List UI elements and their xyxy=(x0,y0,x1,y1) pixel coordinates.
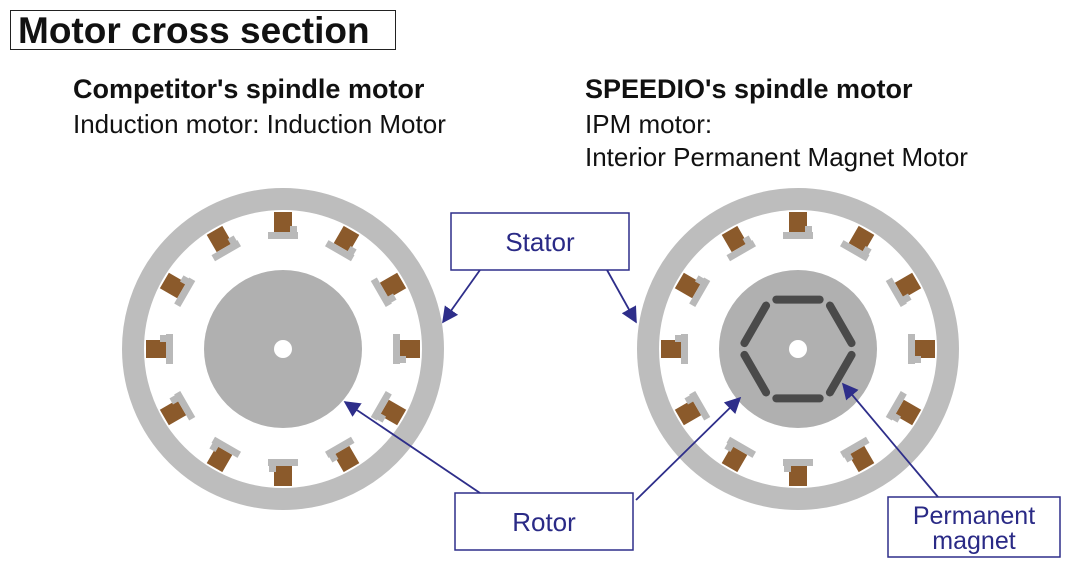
rotor-arrow-right xyxy=(635,396,742,501)
stator-coil xyxy=(721,225,756,262)
title-box: Motor cross section xyxy=(10,10,396,51)
stator-coil xyxy=(146,334,173,364)
magnet-callout-label-line1: Permanent xyxy=(913,502,1035,530)
stator-coil xyxy=(783,459,813,486)
stator-coil xyxy=(206,225,241,262)
permanent-magnet xyxy=(825,301,856,348)
page-title: Motor cross section xyxy=(18,10,370,51)
stator-coil xyxy=(840,436,875,473)
stator-coil xyxy=(206,436,241,473)
shaft-hole xyxy=(274,340,292,358)
competitor-heading: Competitor's spindle motor xyxy=(73,74,425,104)
permanent-magnet xyxy=(825,350,856,397)
speedio-motor-type-full: Interior Permanent Magnet Motor xyxy=(585,142,968,172)
ipm-motor xyxy=(637,188,959,510)
speedio-heading: SPEEDIO's spindle motor xyxy=(585,74,913,104)
stator-coil xyxy=(783,212,813,239)
stator-coil xyxy=(268,459,298,486)
stator-coil xyxy=(840,225,875,262)
stator-coil xyxy=(661,334,688,364)
magnet-callout-label-line2: magnet xyxy=(932,527,1015,555)
stator-coil xyxy=(370,272,407,307)
rotor-callout-box xyxy=(454,492,634,551)
stator-coil xyxy=(325,225,360,262)
stator-coil xyxy=(370,391,407,426)
stator-coil xyxy=(885,391,922,426)
shaft-hole xyxy=(789,340,807,358)
stator-coil xyxy=(159,391,196,426)
stator-coil xyxy=(325,436,360,473)
stator-arrow-left xyxy=(442,269,481,324)
induction-motor xyxy=(122,188,444,510)
magnet-callout-box xyxy=(887,496,1061,558)
stator-ring xyxy=(637,188,959,510)
stator-coil xyxy=(885,272,922,307)
stator-coil xyxy=(159,272,196,307)
magnet-arrow xyxy=(841,382,939,498)
rotor-arrow-left xyxy=(343,401,481,494)
stator-coil xyxy=(908,334,935,364)
stator-coil xyxy=(268,212,298,239)
stator-coil xyxy=(393,334,420,364)
stator-callout-box xyxy=(450,212,630,271)
stator-arrow-right xyxy=(606,269,637,324)
permanent-magnets xyxy=(740,295,856,403)
speedio-motor-type: IPM motor: xyxy=(585,109,713,139)
stator-callout-label: Stator xyxy=(505,227,575,257)
stator-ring xyxy=(122,188,444,510)
permanent-magnet xyxy=(740,301,771,348)
rotor-callout-label: Rotor xyxy=(512,507,576,537)
competitor-motor-type: Induction motor: Induction Motor xyxy=(73,109,446,139)
stator-coil xyxy=(721,436,756,473)
stator-coil xyxy=(674,272,711,307)
stator-coils xyxy=(146,212,420,486)
stator-coils xyxy=(661,212,935,486)
stator-coil xyxy=(674,391,711,426)
permanent-magnet xyxy=(740,350,771,397)
